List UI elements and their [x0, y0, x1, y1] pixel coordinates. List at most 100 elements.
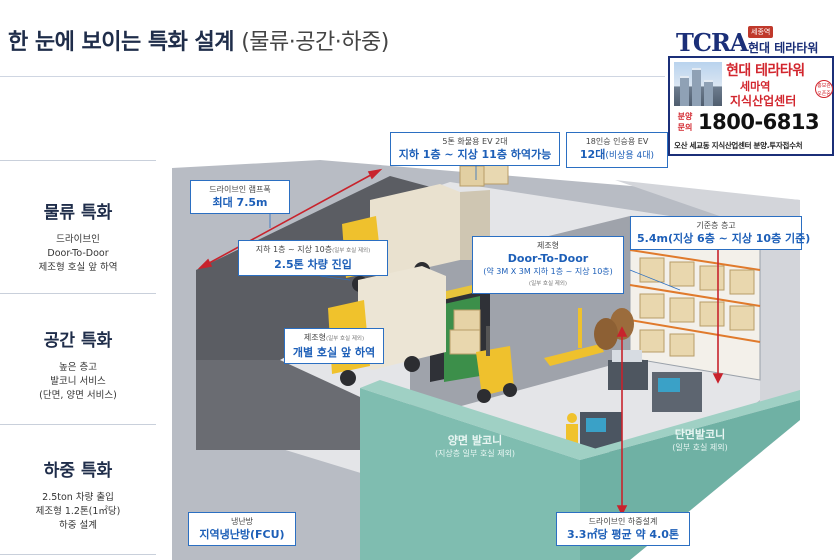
arrow-head [616, 505, 628, 516]
section-line: 제조형 호실 앞 하역 [38, 262, 118, 273]
ad-card: 현대 테라타워 세마역 지식산업센터 홍보관 오픈중 분양 문의 1800-68… [668, 56, 834, 156]
balcony-floor-edge [360, 380, 600, 460]
section-line: 높은 층고 [59, 362, 97, 373]
machine-top [612, 350, 642, 362]
machine [608, 360, 648, 390]
page-title: 한 눈에 보이는 특화 설계 (물류·공간·하중) [8, 24, 389, 56]
truck-wheel [404, 356, 420, 372]
shelf-box [729, 305, 755, 331]
double-balcony-floor [360, 388, 580, 560]
callout-small: 드라이브인 램프폭 [209, 185, 271, 194]
shelf-beam [629, 249, 761, 271]
balcony-title: 양면 발코니 [447, 434, 503, 447]
callout-passenger-ev: 18인승 인승용 EV 12대(비상용 4대) [566, 132, 668, 168]
callout-small: 제조형 [536, 241, 560, 250]
balcony-note: (일부 호실 제외) [672, 443, 728, 452]
section-divider [0, 424, 156, 425]
forklift-wheel [503, 383, 517, 397]
truck-wheel [340, 370, 356, 386]
shelf-box [639, 329, 665, 353]
callout-hvac: 냉난방 지역냉난방(FCU) [188, 512, 296, 546]
brand-logo: TCRA [676, 28, 749, 57]
section-logistics: 물류 특화 드라이브인 Door-To-Door 제조형 호실 앞 하역 [0, 198, 156, 275]
callout-big: 12대 [579, 148, 606, 161]
callout-big: 지역냉난방(FCU) [199, 528, 285, 541]
shelf-beam [629, 284, 761, 307]
balcony-note: (지상층 일부 호실 제외) [434, 449, 516, 458]
callout-note: (일부 호실 제외) [332, 248, 371, 254]
balcony-floor-edge [580, 390, 800, 460]
section-title: 공간 특화 [43, 331, 113, 351]
balcony-title: 단면발코니 [674, 428, 726, 441]
callout-cargo-ev: 5톤 화물용 EV 2대 지하 1층 ~ 지상 11층 하역가능 [390, 132, 560, 166]
phone-row[interactable]: 분양 문의 1800-6813 [670, 110, 832, 138]
shelf-box [699, 265, 725, 291]
section-divider [0, 554, 156, 555]
double-balcony-label: 양면 발코니 (지상층 일부 호실 제외) [400, 432, 550, 459]
pallet-jack-handle [578, 308, 582, 348]
pallet-box [449, 329, 481, 355]
open-stamp: 홍보관 오픈중 [815, 80, 833, 98]
phone-label: 분양 문의 [677, 112, 693, 132]
shelf-box [639, 293, 665, 319]
section-line: Door-To-Door [47, 248, 109, 259]
callout-small: 제조형 [303, 333, 326, 342]
callout-small: 지하 1층 ~ 지상 10층 [255, 245, 333, 254]
header: 한 눈에 보이는 특화 설계 (물류·공간·하중) [0, 0, 840, 82]
ad-address: 오산 세교동 지식산업센터 분양.투자접수처 [674, 141, 803, 150]
ad-badge: 세종역 [748, 26, 774, 38]
forklift [476, 346, 514, 396]
callout-big: 2.5톤 차량 진입 [274, 258, 352, 271]
single-balcony-label: 단면발코니 (일부 호실 제외) [650, 426, 750, 453]
header-divider [0, 76, 665, 77]
callout-big: 개별 호실 앞 하역 [292, 346, 376, 359]
callout-door: 제조형 Door-To-Door (약 3M X 3M 지하 1층 ~ 지상 1… [472, 236, 624, 294]
callout-unload: 제조형(일부 호실 제외) 개별 호실 앞 하역 [284, 328, 384, 364]
callout-ceiling: 기준층 층고 5.4m(지상 6층 ~ 지상 10층 기준) [630, 216, 811, 250]
section-divider [0, 293, 156, 294]
callout-truck: 지하 1층 ~ 지상 10층(일부 호실 제외) 2.5톤 차량 진입 [238, 240, 388, 276]
callout-big: 최대 7.5m [212, 196, 268, 209]
ad-brand-name: 현대 테라타워 [748, 41, 819, 55]
callout-load: 드라이브인 하중설계 3.3㎡당 평균 약 4.0톤 [556, 512, 690, 546]
pallet-box [459, 165, 485, 187]
shelf-beam [629, 319, 761, 343]
callout-note: (일부 호실 제외) [528, 281, 568, 287]
shelf-box [729, 269, 755, 295]
callout-small: 5톤 화물용 EV 2대 [442, 137, 508, 146]
arrow-head [197, 258, 213, 270]
callout-small: 18인승 인승용 EV [585, 137, 649, 146]
building-photo [674, 62, 722, 106]
callout-note: (비상용 4대) [605, 151, 655, 161]
shelf-box [669, 261, 695, 287]
shelf-box [669, 297, 695, 323]
forklift-wheel [477, 389, 491, 403]
section-line: 발코니 서비스 [50, 376, 106, 387]
section-line: 드라이브인 [56, 234, 100, 245]
callout-big: 5.4m(지상 6층 ~ 지상 10층 기준) [637, 232, 811, 245]
pallet-box [453, 309, 481, 331]
section-line: 제조형 1.2톤(1㎡당) [35, 506, 121, 517]
ad-banner[interactable]: TCRA 세종역 현대 테라타워 현대 테라타워 세마역 지식산업센터 홍보관 … [668, 22, 838, 158]
arrow-head [616, 326, 628, 337]
section-line: (단면, 양면 서비스) [39, 390, 117, 401]
shelf-box [639, 257, 665, 283]
section-space: 공간 특화 높은 층고 발코니 서비스 (단면, 양면 서비스) [0, 326, 156, 403]
building-illustration: 5톤 화물용 EV 2대 지하 1층 ~ 지상 11층 하역가능 18인승 인승… [160, 120, 840, 560]
right-wall [615, 180, 800, 410]
truck-body [370, 184, 460, 276]
callout-small: 드라이브인 하중설계 [588, 517, 658, 526]
section-load: 하중 특화 2.5ton 차량 출입 제조형 1.2톤(1㎡당) 하중 설계 [0, 456, 156, 533]
phone-number[interactable]: 1800-6813 [698, 110, 820, 134]
machine-panel [658, 378, 680, 392]
callout-big: Door-To-Door [507, 252, 589, 265]
callout-big: 3.3㎡당 평균 약 4.0톤 [566, 528, 680, 541]
arrow-head [367, 168, 383, 180]
section-line: 하중 설계 [59, 520, 97, 531]
machine-panel [586, 418, 606, 432]
worker-head [567, 413, 577, 423]
ramp-width-arrow [199, 169, 381, 269]
barrel [594, 318, 618, 350]
section-line: 2.5ton 차량 출입 [42, 492, 114, 503]
ramp-lower [196, 360, 410, 450]
